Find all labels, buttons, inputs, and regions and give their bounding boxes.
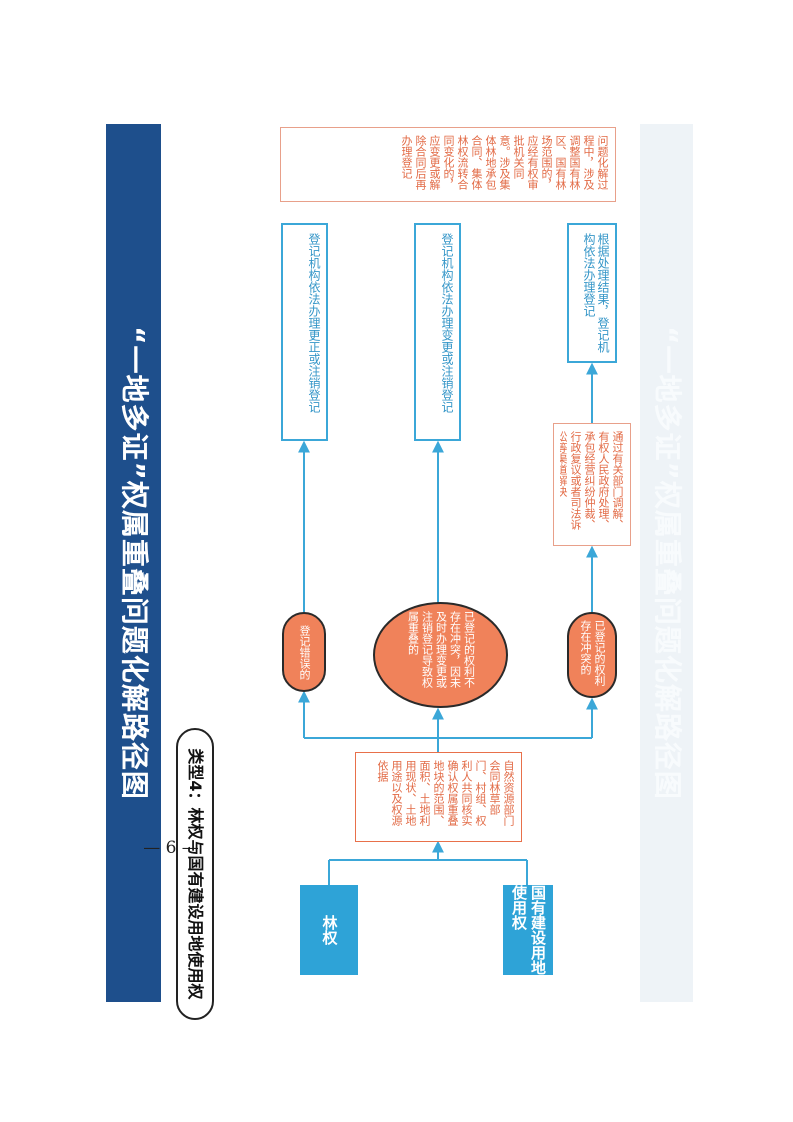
result-text-top: 登记机构依法办理更正或注销登记 xyxy=(307,233,321,413)
faded-band: “一地多证”权属重叠问题化解路径图 xyxy=(640,124,693,1002)
result-box-middle: 登记机构依法办理变更或注销登记 xyxy=(414,223,461,441)
result-box-bottom: 根据处理结果，登记机构依法办理登记 xyxy=(567,223,617,363)
case-text-top: 登记错误的 xyxy=(298,624,311,680)
case-text-middle: 已登记的权利不存在冲突，因未及时办理变更或注销登记导致权属重叠的 xyxy=(406,611,476,689)
case-oval-bottom: 已登记的权利存在冲突的 xyxy=(567,612,617,698)
result-box-top: 登记机构依法办理更正或注销登记 xyxy=(281,223,328,441)
source-box-forest-right: 林权 xyxy=(300,885,358,975)
note-box: 问题化解过程中，涉及调整国有林区、国有林场范围的，应经有权审批机关同意。涉及集体… xyxy=(280,127,616,202)
case-text-bottom: 已登记的权利存在冲突的 xyxy=(579,619,606,686)
note-text: 问题化解过程中，涉及调整国有林区、国有林场范围的，应经有权审批机关同意。涉及集体… xyxy=(400,135,609,190)
joint-check-box: 自然资源部门会同林草部门、村组、权利人共同核实确认权属重叠地块的范围、面积、土地… xyxy=(355,752,522,842)
type-label-pill: 类型4：林权与国有建设用地使用权 xyxy=(176,728,214,1020)
case-oval-middle: 已登记的权利不存在冲突，因未及时办理变更或注销登记导致权属重叠的 xyxy=(373,602,508,708)
source-label-forest-right: 林权 xyxy=(320,915,339,945)
joint-check-text: 自然资源部门会同林草部门、村组、权利人共同核实确认权属重叠地块的范围、面积、土地… xyxy=(376,760,515,826)
result-text-middle: 登记机构依法办理变更或注销登记 xyxy=(440,233,454,413)
title-band: “一地多证”权属重叠问题化解路径图 xyxy=(106,124,161,1002)
mediation-text: 通过有关部门调解、有权人民政府处理、承包经营纠纷仲裁、行政复议或者司法诉讼等渠道… xyxy=(560,431,624,530)
mediation-box: 通过有关部门调解、有权人民政府处理、承包经营纠纷仲裁、行政复议或者司法诉讼等渠道… xyxy=(553,423,631,546)
source-label-construction-land: 国有建设用地使用权 xyxy=(510,885,547,975)
source-box-construction-land: 国有建设用地使用权 xyxy=(503,885,553,975)
case-oval-top: 登记错误的 xyxy=(282,612,326,692)
page-number: — 6 — xyxy=(143,838,199,858)
result-text-bottom: 根据处理结果，登记机构依法办理登记 xyxy=(582,233,610,353)
